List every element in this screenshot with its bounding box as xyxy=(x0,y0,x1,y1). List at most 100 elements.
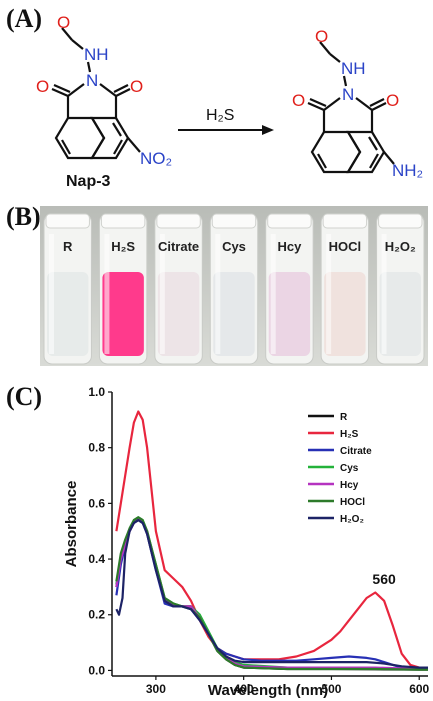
bond xyxy=(329,53,341,63)
legend-label: H₂S xyxy=(340,429,359,440)
vial-neck xyxy=(211,213,257,229)
legend-item: HOCl xyxy=(308,497,365,508)
bond xyxy=(113,139,123,155)
vial-highlight xyxy=(326,234,332,354)
absorbance-chart: 0.0 0.2 0.4 0.6 0.8 1.0 300 400 500 600 R H₂S Citra… xyxy=(63,385,430,699)
bond xyxy=(317,153,327,169)
compound-name: Nap-3 xyxy=(66,173,111,190)
bond xyxy=(61,139,71,155)
bond xyxy=(319,41,331,55)
vial-label: H₂S xyxy=(111,239,135,254)
reagent-label: H₂S xyxy=(206,107,234,124)
legend-label: R xyxy=(340,412,348,423)
atom-o: O xyxy=(57,13,70,32)
vial-neck xyxy=(378,213,423,229)
x-tick-label: 400 xyxy=(234,682,254,696)
vial-solution xyxy=(324,272,366,356)
vial-highlight xyxy=(381,234,387,354)
reaction-arrow xyxy=(178,125,274,135)
vial-solution xyxy=(268,272,311,356)
legend-item: H₂O₂ xyxy=(308,514,364,525)
vial-solution xyxy=(379,272,421,356)
y-tick-label: 0.2 xyxy=(88,608,105,622)
vial-neck xyxy=(156,213,201,229)
vial-highlight xyxy=(270,234,276,354)
ring xyxy=(90,116,130,160)
legend-item: R xyxy=(308,412,348,423)
atom-n: N xyxy=(86,71,98,90)
bond xyxy=(67,83,85,97)
bond xyxy=(71,39,84,50)
bond xyxy=(113,84,129,93)
vial-neck xyxy=(267,213,312,229)
plot-area xyxy=(115,410,428,671)
vial-highlight xyxy=(104,234,110,354)
x-tick-label: 300 xyxy=(146,682,166,696)
x-tick-label: 600 xyxy=(409,682,429,696)
bond xyxy=(127,137,141,153)
bond xyxy=(369,98,385,107)
vial-highlight xyxy=(49,234,54,354)
legend-label: Hcy xyxy=(340,480,359,491)
vial-neck xyxy=(100,213,146,229)
legend-label: Cys xyxy=(340,463,359,474)
atom-o: O xyxy=(130,77,143,96)
atom-o: O xyxy=(292,91,305,110)
bond xyxy=(309,97,327,108)
bond xyxy=(115,88,131,97)
vial: H₂O₂ xyxy=(376,213,425,365)
bond xyxy=(61,27,73,41)
atom-o: O xyxy=(386,91,399,110)
vial: R xyxy=(43,213,92,365)
bond xyxy=(53,83,71,94)
bond xyxy=(371,102,387,111)
series-line xyxy=(115,519,428,669)
bond xyxy=(368,136,378,151)
atom-o: O xyxy=(315,27,328,46)
legend-item: Cys xyxy=(308,463,359,474)
bond xyxy=(342,75,348,87)
bond xyxy=(112,122,122,137)
peak-annotation: 560 xyxy=(372,571,396,587)
vial-solution xyxy=(47,272,89,356)
y-tick-label: 0.6 xyxy=(88,496,105,510)
y-axis-label: Absorbance xyxy=(63,481,80,568)
bond xyxy=(86,61,92,73)
y-tick-label: 0.8 xyxy=(88,441,105,455)
ring xyxy=(346,130,386,174)
vial: HOCl xyxy=(320,213,370,365)
bond xyxy=(355,97,373,111)
legend-label: Citrate xyxy=(340,446,372,457)
vial-highlight xyxy=(215,234,221,354)
reaction-scheme: O NH N O O NO₂ Nap-3 H₂S O NH N O O NH₂ xyxy=(36,13,423,190)
axes: 0.0 0.2 0.4 0.6 0.8 1.0 300 400 500 600 xyxy=(88,385,429,696)
vial: Hcy xyxy=(265,213,314,365)
y-tick-label: 0.0 xyxy=(88,663,105,677)
panel-label-c: (C) xyxy=(6,382,43,411)
y-tick-label: 0.4 xyxy=(88,552,105,566)
vial-solution xyxy=(213,272,255,356)
vial-neck xyxy=(45,213,90,229)
legend-item: H₂S xyxy=(308,429,359,440)
legend-item: Hcy xyxy=(308,480,359,491)
x-tick-label: 500 xyxy=(321,682,341,696)
vial-solution xyxy=(157,272,200,356)
bond xyxy=(323,97,341,111)
vial-neck xyxy=(322,213,368,229)
vial: Citrate xyxy=(154,213,203,365)
bond xyxy=(51,87,69,98)
bond xyxy=(369,153,379,169)
vial: Cys xyxy=(209,213,259,365)
atom-n: N xyxy=(342,85,354,104)
vial-label: R xyxy=(63,239,73,254)
legend-item: Citrate xyxy=(308,446,372,457)
vial-label: Cys xyxy=(222,239,246,254)
amino-group: NH₂ xyxy=(392,161,423,180)
bond xyxy=(99,83,117,97)
product-molecule xyxy=(307,41,395,174)
y-tick-label: 1.0 xyxy=(88,385,105,399)
vial-highlight xyxy=(159,234,165,354)
reactant-molecule xyxy=(51,27,141,160)
